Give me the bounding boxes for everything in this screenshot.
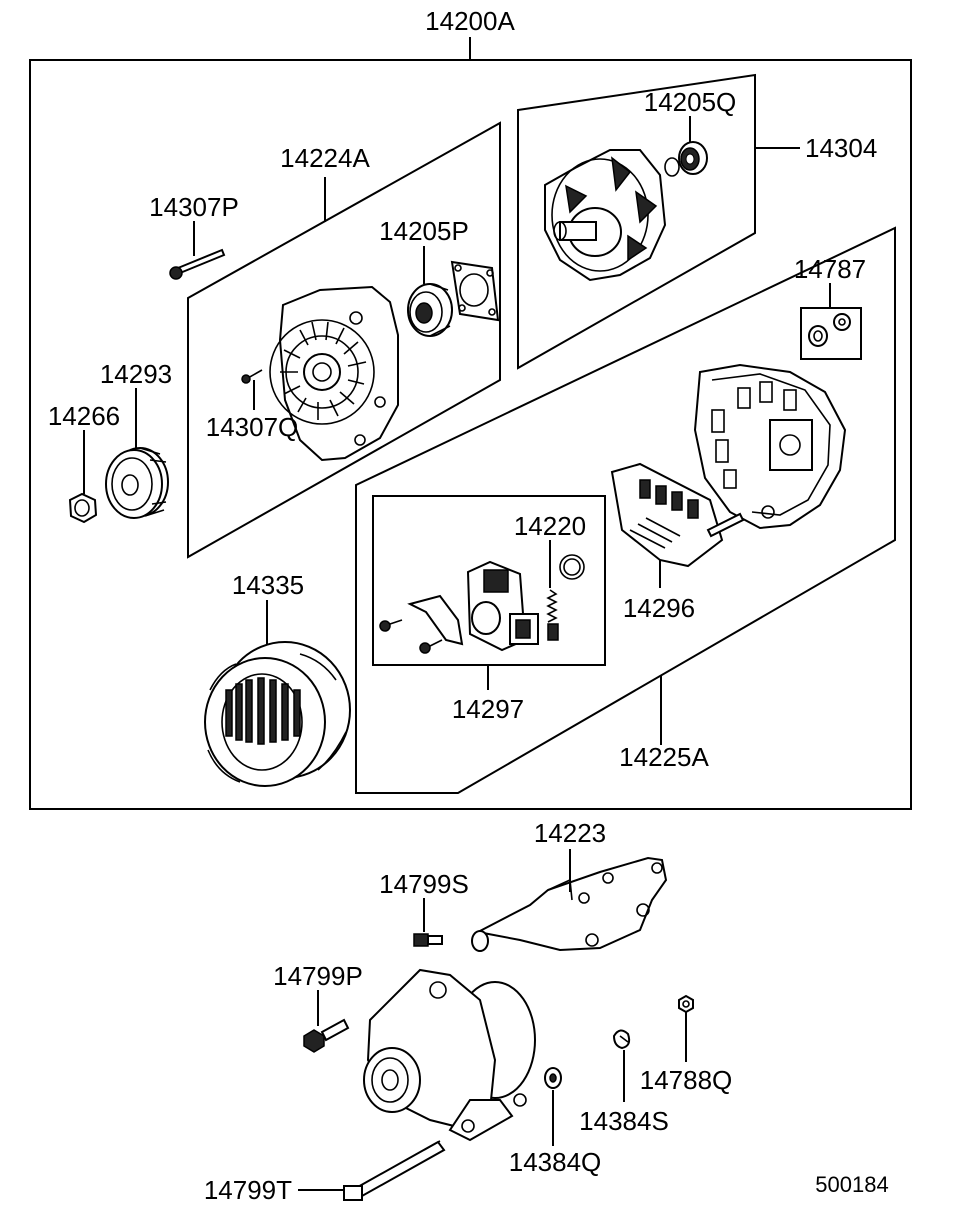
- nut-14266: [68, 492, 98, 524]
- washer-14384Q: [544, 1067, 562, 1089]
- label-14266[interactable]: 14266: [48, 401, 120, 431]
- label-14223[interactable]: 14223: [534, 818, 606, 848]
- bolt-14799S: [413, 933, 443, 947]
- label-14788Q[interactable]: 14788Q: [640, 1065, 733, 1095]
- bolt-14799T: [343, 1140, 446, 1201]
- label-14205Q[interactable]: 14205Q: [644, 87, 737, 117]
- label-14799S[interactable]: 14799S: [379, 869, 469, 899]
- bearing-14205Q: [664, 141, 708, 177]
- label-14304[interactable]: 14304: [805, 133, 877, 163]
- label-14224A[interactable]: 14224A: [280, 143, 370, 173]
- label-14297[interactable]: 14297: [452, 694, 524, 724]
- label-14225A[interactable]: 14225A: [619, 742, 709, 772]
- rotor-group-frame: [517, 73, 756, 370]
- nut-14788Q: [678, 994, 694, 1014]
- label-14307Q[interactable]: 14307Q: [206, 412, 299, 442]
- rear-housing-group-frame: [355, 226, 896, 794]
- bolt-14307P: [169, 248, 226, 280]
- alternator-assembly: [363, 968, 536, 1142]
- drawing-code: 500184: [815, 1172, 888, 1197]
- label-14293[interactable]: 14293: [100, 359, 172, 389]
- front-housing: [269, 285, 399, 462]
- label-14200A[interactable]: 14200A: [425, 6, 515, 36]
- label-14335[interactable]: 14335: [232, 570, 304, 600]
- label-14384Q[interactable]: 14384Q: [509, 1147, 602, 1177]
- label-14787[interactable]: 14787: [794, 254, 866, 284]
- label-14220[interactable]: 14220: [514, 511, 586, 541]
- pulley-14293: [105, 447, 169, 519]
- bearing-14205P: [407, 283, 453, 337]
- rotor: [544, 149, 667, 282]
- bolt-14799P: [303, 1018, 350, 1053]
- rear-housing: [693, 363, 847, 530]
- screw-14307Q: [241, 369, 263, 384]
- label-14384S[interactable]: 14384S: [579, 1106, 669, 1136]
- rectifier-14296: [610, 462, 745, 568]
- label-14799T[interactable]: 14799T: [204, 1175, 292, 1205]
- front-housing-group-frame: [187, 121, 501, 559]
- washer-14384S: [612, 1029, 631, 1050]
- regulator-14297: [379, 560, 539, 654]
- label-14296[interactable]: 14296: [623, 593, 695, 623]
- bracket-14223: [471, 856, 668, 952]
- label-14799P[interactable]: 14799P: [273, 961, 363, 991]
- nut-14787: [808, 313, 851, 347]
- stator-14335: [204, 641, 351, 787]
- bearing-retainer-plate: [450, 260, 500, 322]
- brush-spring-14220: [546, 554, 585, 641]
- label-14205P[interactable]: 14205P: [379, 216, 469, 246]
- label-14307P[interactable]: 14307P: [149, 192, 239, 222]
